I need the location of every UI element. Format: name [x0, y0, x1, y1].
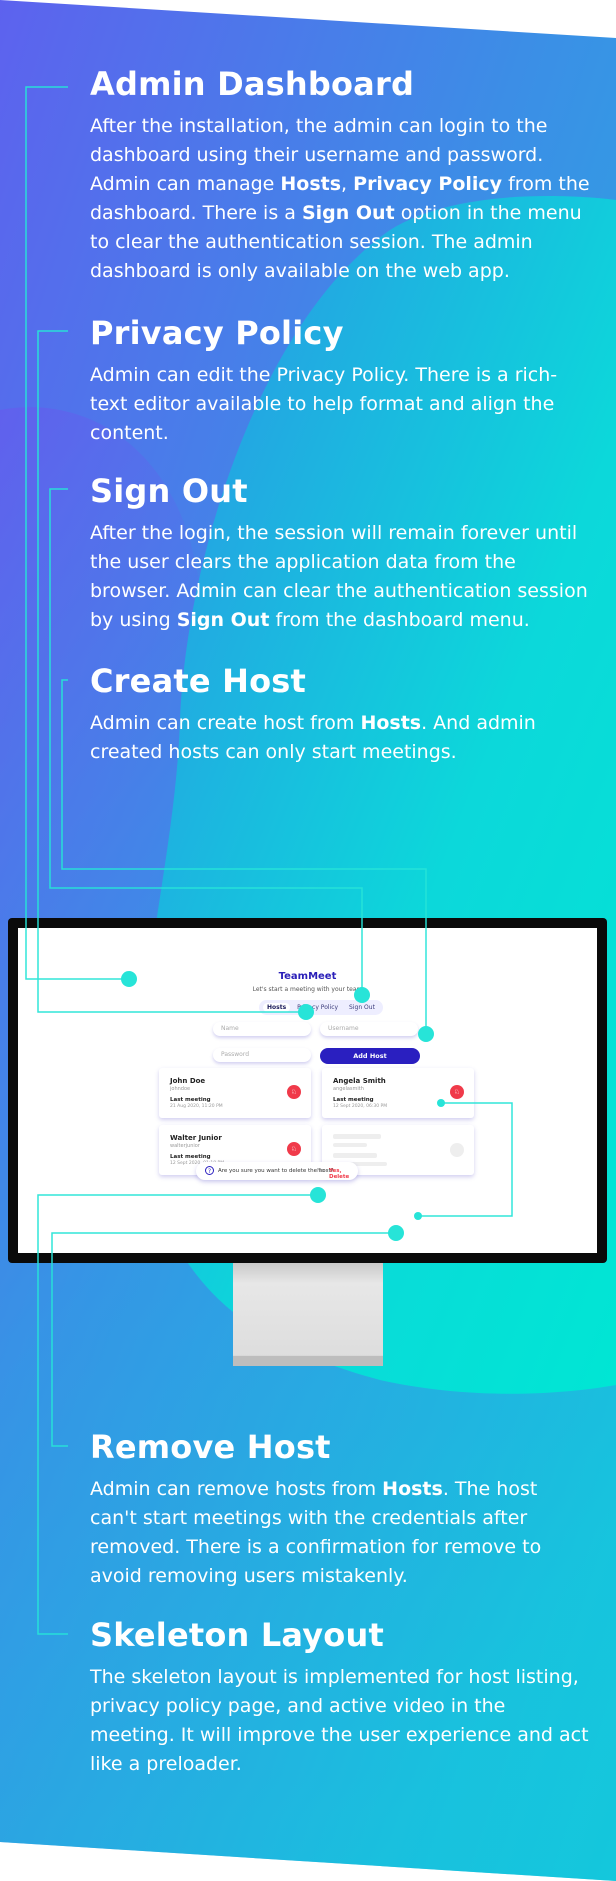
host-name: Walter Junior — [170, 1134, 222, 1142]
host-username: walterjunior — [170, 1143, 200, 1149]
add-host-button[interactable]: Add Host — [320, 1048, 420, 1064]
section-body: After the installation, the admin can lo… — [90, 112, 590, 286]
monitor: TeamMeet Let's start a meeting with your… — [8, 918, 607, 1263]
question-icon: ? — [205, 1166, 214, 1175]
text-run: Admin can edit the Privacy Policy. There… — [90, 364, 558, 444]
nav-privacy-policy[interactable]: Privacy Policy — [297, 1004, 339, 1011]
confirm-text: Are you sure you want to delete the host… — [218, 1168, 334, 1174]
nav-sign-out[interactable]: Sign Out — [349, 1004, 375, 1011]
section-body: Admin can create host from Hosts. And ad… — [90, 709, 590, 767]
confirm-no-button[interactable]: No — [317, 1168, 325, 1174]
section-title: Admin Dashboard — [90, 65, 415, 103]
last-meeting-date: 21 Aug 2020, 11:20 PM — [170, 1104, 223, 1109]
monitor-stand-base — [233, 1355, 383, 1366]
bold-term: Privacy Policy — [353, 173, 503, 195]
section-remove-host: Remove Host Admin can remove hosts from … — [90, 1427, 590, 1591]
section-body: The skeleton layout is implemented for h… — [90, 1663, 590, 1779]
host-username: johndoe — [170, 1086, 191, 1092]
section-body: Admin can remove hosts from Hosts. The h… — [90, 1475, 590, 1591]
section-create-host: Create Host Admin can create host from H… — [90, 661, 590, 767]
text-run: Admin can remove hosts from — [90, 1478, 383, 1500]
bold-term: Hosts — [382, 1478, 443, 1500]
host-card: Angela Smith angelasmith Last meeting 12… — [322, 1068, 474, 1118]
text-run: , — [341, 173, 354, 195]
text-run: from the dashboard menu. — [269, 609, 530, 631]
section-body: After the login, the session will remain… — [90, 519, 590, 635]
host-name: Angela Smith — [333, 1077, 386, 1085]
section-skeleton-layout: Skeleton Layout The skeleton layout is i… — [90, 1615, 590, 1779]
monitor-stand — [233, 1263, 383, 1365]
confirm-yes-button[interactable]: Yes, Delete — [329, 1168, 350, 1180]
bold-term: Sign Out — [176, 609, 270, 631]
section-title: Create Host — [90, 662, 307, 700]
name-input[interactable]: Name — [213, 1022, 311, 1036]
password-input[interactable]: Password — [213, 1048, 311, 1062]
last-meeting-label: Last meeting — [333, 1097, 374, 1103]
skeleton-line — [333, 1162, 387, 1166]
delete-confirmation: ? Are you sure you want to delete the ho… — [196, 1162, 358, 1180]
host-username: angelasmith — [333, 1086, 364, 1092]
section-title: Remove Host — [90, 1428, 331, 1466]
delete-user-icon[interactable]: ♘ — [450, 1085, 464, 1099]
last-meeting-date: 12 Sept 2020, 01:18 PM — [170, 1161, 225, 1166]
delete-user-icon[interactable]: ♘ — [287, 1085, 301, 1099]
bold-term: Sign Out — [301, 202, 395, 224]
host-name: John Doe — [170, 1077, 206, 1085]
skeleton-line — [333, 1143, 367, 1147]
section-privacy-policy: Privacy Policy Admin can edit the Privac… — [90, 313, 590, 448]
skeleton-circle — [450, 1143, 464, 1157]
bold-term: Hosts — [280, 173, 342, 195]
last-meeting-date: 12 Sept 2020, 06:30 PM — [333, 1104, 388, 1109]
app-nav: Hosts Privacy Policy Sign Out — [259, 1000, 383, 1015]
bold-term: Hosts — [360, 712, 422, 734]
last-meeting-label: Last meeting — [170, 1097, 211, 1103]
section-sign-out: Sign Out After the login, the session wi… — [90, 471, 590, 635]
last-meeting-label: Last meeting — [170, 1154, 211, 1160]
nav-hosts[interactable]: Hosts — [263, 1003, 291, 1012]
skeleton-line — [333, 1153, 377, 1158]
section-body: Admin can edit the Privacy Policy. There… — [90, 361, 590, 448]
text-run: After the installation, the admin can lo… — [90, 115, 548, 195]
text-run: from the dashboard. There is a — [90, 173, 590, 224]
app-brand: TeamMeet — [278, 971, 337, 982]
monitor-screen: TeamMeet Let's start a meeting with your… — [18, 928, 597, 1253]
skeleton-line — [333, 1134, 381, 1139]
username-input[interactable]: Username — [320, 1022, 418, 1036]
text-run: Admin can create host from — [90, 712, 361, 734]
host-card: John Doe johndoe Last meeting 21 Aug 202… — [159, 1068, 311, 1118]
text-run: The skeleton layout is implemented for h… — [90, 1666, 589, 1775]
section-title: Sign Out — [90, 472, 248, 510]
section-title: Privacy Policy — [90, 314, 344, 352]
app-tagline: Let's start a meeting with your team — [252, 986, 363, 993]
section-admin-dashboard: Admin Dashboard After the installation, … — [90, 64, 590, 286]
text-run: option in the menu to clear the authenti… — [90, 202, 582, 282]
delete-user-icon[interactable]: ♘ — [287, 1142, 301, 1156]
section-title: Skeleton Layout — [90, 1616, 384, 1654]
